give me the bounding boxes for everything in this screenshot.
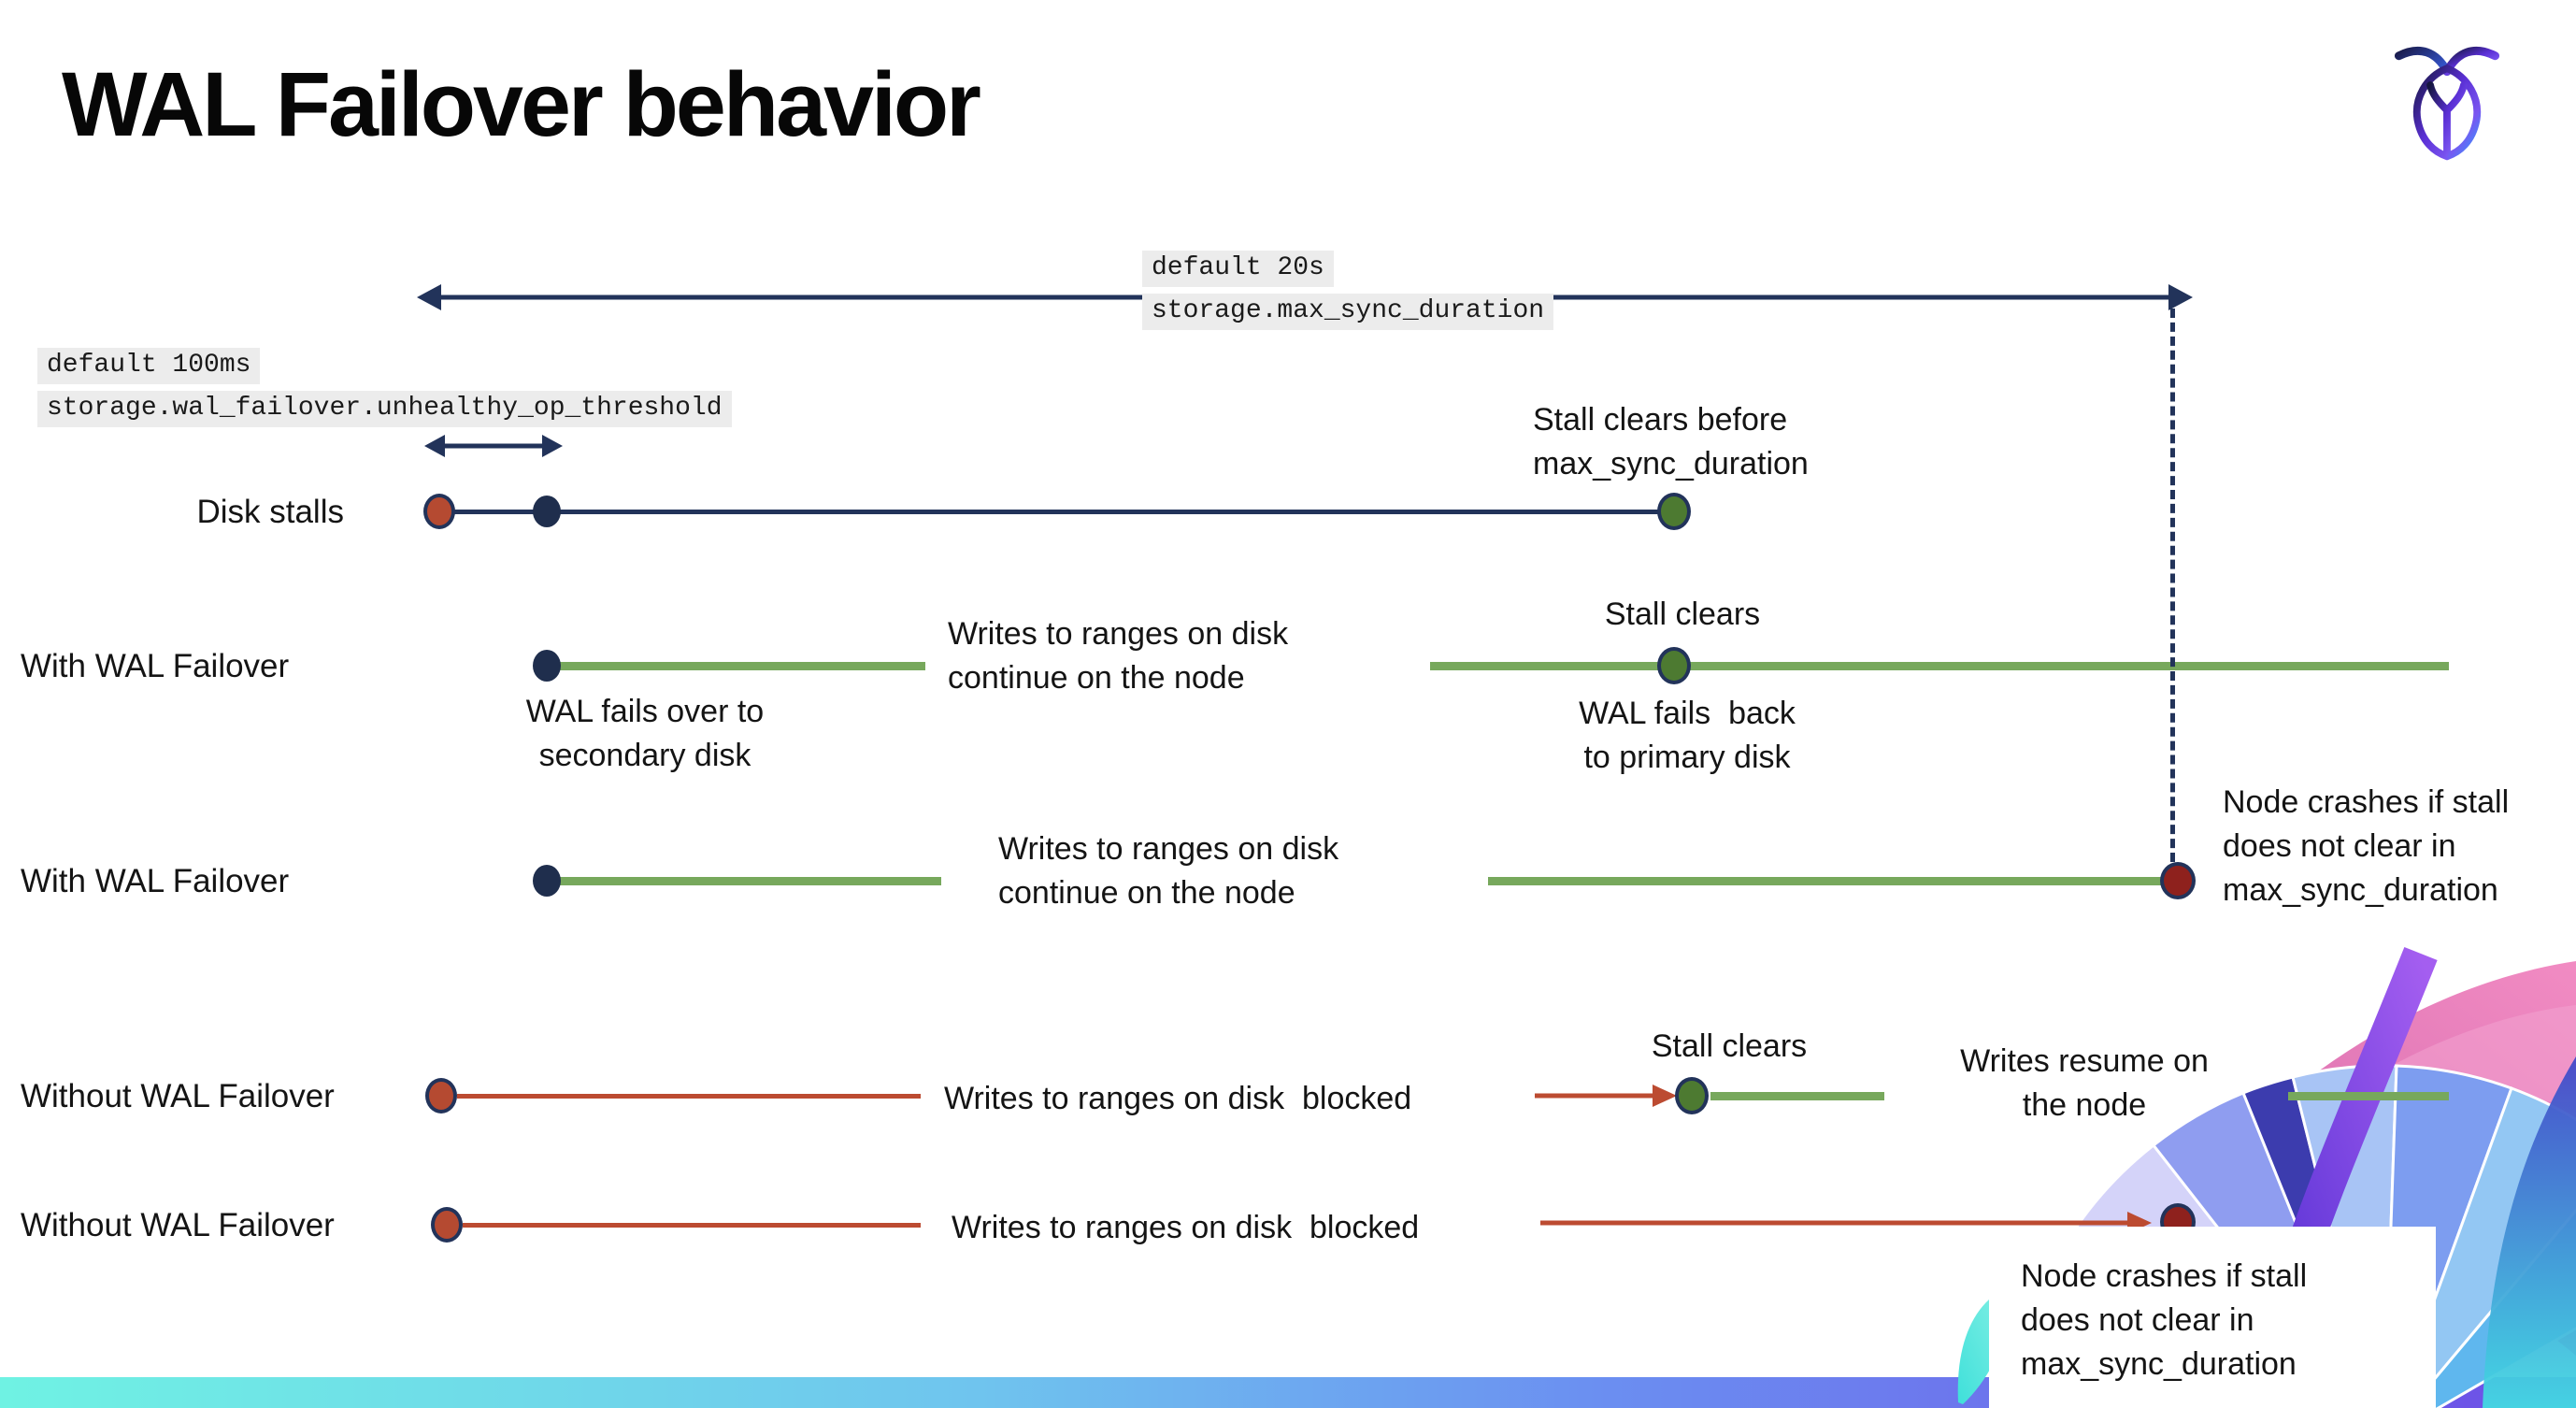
annotation-line: Writes resume on [1960, 1043, 2209, 1079]
cockroachdb-logo [2395, 43, 2499, 161]
max-sync-default-value: default 20s [1142, 251, 1334, 287]
annotation-line: Node crashes if stall [2021, 1258, 2308, 1294]
annotation-line: continue on the node [948, 660, 1245, 696]
blocked-writes-line [457, 1094, 921, 1099]
annotation-line: does not clear in [2021, 1302, 2254, 1338]
blocked-writes-arrow [1535, 1081, 1682, 1111]
annotation-line: to primary disk [1583, 740, 1791, 775]
annotation-stall-clears-with: Stall clears [1604, 596, 1761, 632]
stall-clears-dot-row4 [1675, 1077, 1709, 1114]
page-title: WAL Failover behavior [62, 53, 981, 155]
annotation-line: Stall clears before [1533, 402, 1788, 438]
annotation-line: the node [2022, 1087, 2147, 1123]
healthy-writes-line [547, 877, 941, 885]
node-crash-callout-box: Node crashes if stall does not clear in … [1989, 1227, 2436, 1408]
disk-stall-timeline-line [439, 510, 1673, 514]
annotation-stall-clears-without: Stall clears [1651, 1028, 1808, 1064]
annotation-line: max_sync_duration [2021, 1346, 2297, 1382]
unhealthy-op-setting-name: storage.wal_failover.unhealthy_op_thresh… [37, 391, 732, 427]
config-label-max-sync: default 20s storage.max_sync_duration [1142, 251, 1554, 330]
row-label-with-wal-failover-1: With WAL Failover [21, 648, 290, 684]
failover-dot-row2 [533, 650, 561, 682]
annotation-writes-resume: Writes resume on the node [1939, 1040, 2229, 1128]
unhealthy-op-threshold-arrow [422, 430, 565, 462]
annotation-line: does not clear in [2223, 828, 2456, 864]
threshold-reached-dot [533, 496, 561, 527]
annotation-line: continue on the node [998, 875, 1295, 911]
annotation-wal-fails-back: WAL fails back to primary disk [1542, 692, 1832, 780]
annotation-writes-blocked-2: Writes to ranges on disk blocked [952, 1210, 1420, 1245]
blocked-writes-line [463, 1223, 921, 1228]
annotation-line: WAL fails back [1579, 696, 1796, 731]
unhealthy-op-default-value: default 100ms [37, 348, 261, 384]
annotation-line: Node crashes if stall [2223, 784, 2510, 820]
node-crash-dot-row3 [2160, 862, 2196, 899]
stall-clears-dot-row2 [1657, 647, 1691, 684]
annotation-line: WAL fails over to [525, 694, 765, 729]
stall-start-dot [423, 494, 455, 529]
failover-dot-row3 [533, 865, 561, 897]
annotation-line: max_sync_duration [2223, 872, 2498, 908]
row-label-with-wal-failover-2: With WAL Failover [21, 863, 290, 899]
healthy-writes-line [1430, 662, 2449, 670]
timeout-dashed-line [2170, 309, 2175, 862]
annotation-line: secondary disk [538, 738, 751, 773]
healthy-writes-line [1710, 1092, 1884, 1100]
annotation-line: Writes to ranges on disk [948, 616, 1289, 652]
annotation-writes-blocked-1: Writes to ranges on disk blocked [944, 1081, 1412, 1116]
annotation-line: max_sync_duration [1533, 446, 1809, 481]
row-label-disk-stalls: Disk stalls [196, 494, 344, 530]
stall-start-dot-row4 [425, 1078, 457, 1113]
stall-start-dot-row5 [431, 1207, 463, 1243]
annotation-writes-continue-1: Writes to ranges on disk continue on the… [948, 612, 1288, 700]
annotation-stall-clears-before: Stall clears before max_sync_duration [1533, 398, 1809, 486]
annotation-wal-fails-over: WAL fails over to secondary disk [500, 690, 790, 778]
healthy-writes-line [1488, 877, 2163, 885]
annotation-writes-continue-2: Writes to ranges on disk continue on the… [998, 827, 1338, 915]
row-label-without-wal-failover-2: Without WAL Failover [21, 1207, 335, 1243]
healthy-writes-line [2288, 1092, 2449, 1100]
row-label-without-wal-failover-1: Without WAL Failover [21, 1078, 335, 1114]
annotation-line: Writes to ranges on disk [998, 831, 1339, 867]
config-label-unhealthy-op: default 100ms storage.wal_failover.unhea… [37, 348, 732, 427]
stall-clears-dot-row1 [1657, 493, 1691, 530]
annotation-node-crashes-bottom: Node crashes if stall does not clear in … [2021, 1255, 2307, 1386]
annotation-node-crashes-top: Node crashes if stall does not clear in … [2223, 781, 2509, 912]
healthy-writes-line [547, 662, 925, 670]
max-sync-setting-name: storage.max_sync_duration [1142, 294, 1554, 330]
